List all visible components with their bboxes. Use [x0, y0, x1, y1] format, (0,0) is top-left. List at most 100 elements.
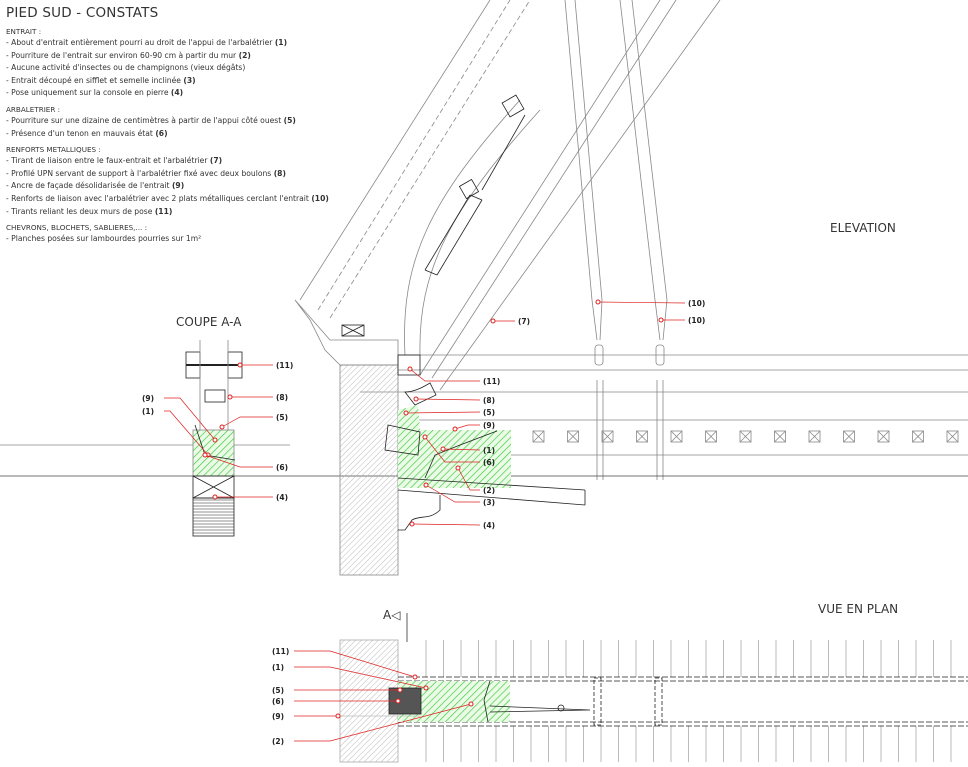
callout-dot-icon — [658, 317, 664, 323]
note-text: - Entrait découpé en sifflet et semelle … — [6, 75, 181, 85]
callout-dot-icon — [212, 494, 218, 500]
leader-line — [425, 484, 480, 503]
note-item: - Pose uniquement sur la console en pier… — [6, 87, 376, 100]
joist-row — [532, 430, 959, 443]
callout-dot-icon — [212, 437, 218, 443]
note-text: - Pourriture de l'entrait sur environ 60… — [6, 50, 237, 60]
note-ref: (5) — [283, 115, 296, 125]
note-ref: (1) — [274, 38, 288, 47]
joist-cross-icon — [636, 430, 648, 443]
elevation-view — [0, 0, 968, 576]
plan-title: VUE EN PLAN — [818, 602, 898, 616]
note-text: - Présence d'un tenon en mauvais état — [6, 128, 153, 138]
callout-label: (1) — [142, 407, 154, 416]
page-title: PIED SUD - CONSTATS — [6, 5, 159, 21]
callout-label: (6) — [276, 463, 288, 472]
callout-elevation: (5) — [403, 408, 495, 417]
note-item: - Ancre de façade désolidarisée de l'ent… — [6, 180, 376, 193]
callout-label: (4) — [483, 521, 495, 530]
callout-dot-icon — [219, 424, 225, 430]
section-heading: ARBALETRIER : — [6, 104, 61, 114]
callout-label: (10) — [688, 316, 705, 325]
callout-plan: (2) — [272, 701, 474, 746]
joist-cross-icon — [843, 430, 855, 443]
callout-section: (4) — [212, 493, 288, 502]
callout-label: (3) — [483, 498, 495, 507]
joist-cross-icon — [567, 430, 579, 443]
section-heading: RENFORTS METALLIQUES : — [6, 145, 101, 155]
callout-plan: (5) — [272, 686, 403, 695]
note-item: - Entrait découpé en sifflet et semelle … — [6, 75, 376, 88]
leader-line — [454, 424, 480, 430]
callout-label: (6) — [272, 697, 284, 706]
note-item: - Tirant de liaison entre le faux-entrai… — [6, 155, 376, 168]
callout-label: (1) — [272, 663, 284, 672]
callout-elevation: (10) — [658, 316, 705, 325]
callout-dot-icon — [455, 465, 461, 471]
callout-label: (5) — [276, 413, 288, 422]
joist-cross-icon — [670, 430, 683, 443]
callout-section: (9) — [142, 394, 218, 443]
note-text: - Tirant de liaison entre le faux-entrai… — [6, 156, 208, 166]
leader-line — [204, 454, 273, 468]
note-item: - Tirants reliant les deux murs de pose … — [6, 206, 376, 219]
note-text: - Tirants reliant les deux murs de pose — [6, 206, 153, 216]
leader-line — [415, 398, 481, 401]
note-text: - Pourriture sur une dizaine de centimèt… — [6, 115, 282, 125]
callout-elevation: (4) — [409, 521, 495, 530]
callout-label: (7) — [518, 317, 530, 326]
callout-label: (4) — [276, 493, 288, 502]
callout-plan: (11) — [272, 647, 418, 680]
callout-plan: (9) — [272, 712, 341, 721]
joist-cross-icon — [877, 430, 890, 443]
note-text: - Planches posées sur lambourdes pourrie… — [6, 234, 202, 244]
callout-elevation: (6) — [422, 434, 495, 467]
callout-elevation: (8) — [413, 396, 495, 405]
leader-line — [457, 467, 480, 491]
callout-section: (6) — [202, 452, 288, 472]
callout-dot-icon — [335, 713, 341, 719]
callout-label: (6) — [483, 458, 495, 467]
section-view — [185, 340, 243, 537]
note-ref: (3) — [183, 75, 196, 85]
note-ref: (9) — [171, 181, 185, 191]
leader-line — [164, 397, 216, 441]
callout-section: (11) — [237, 361, 293, 370]
note-ref: (11) — [154, 206, 173, 216]
leader-line — [442, 448, 481, 451]
callouts: (10)(10)(7)(11)(8)(5)(9)(1)(6)(2)(3)(4)(… — [142, 299, 705, 746]
callout-section: (5) — [219, 413, 288, 430]
notes-section: ENTRAIT :- About d'entrait entièrement p… — [6, 27, 376, 100]
callout-label: (9) — [483, 421, 495, 430]
callout-label: (8) — [483, 396, 495, 405]
callout-dot-icon — [412, 674, 418, 680]
joist-cross-icon — [739, 430, 752, 443]
plan-view — [338, 613, 968, 763]
note-ref: (7) — [209, 156, 223, 166]
elevation-title: ELEVATION — [830, 221, 896, 235]
notes-panel: PIED SUD - CONSTATS ENTRAIT :- About d'e… — [6, 5, 376, 251]
callout-label: (11) — [272, 647, 289, 656]
callout-elevation: (10) — [595, 299, 705, 308]
note-item: - Pourriture sur une dizaine de centimèt… — [6, 115, 376, 128]
note-text: - About d'entrait entièrement pourri au … — [6, 38, 273, 47]
notes-section: RENFORTS METALLIQUES :- Tirant de liaiso… — [6, 145, 376, 218]
callout-dot-icon — [490, 318, 496, 324]
callout-dot-icon — [422, 434, 428, 440]
section-heading: CHEVRONS, BLOCHETS, SABLIERES,... : — [6, 223, 148, 233]
note-item: - About d'entrait entièrement pourri au … — [6, 37, 376, 50]
leader-line — [294, 703, 472, 742]
callout-dot-icon — [595, 299, 601, 305]
leader-line — [409, 368, 480, 382]
joist-cross-icon — [705, 430, 717, 443]
callout-label: (10) — [688, 299, 705, 308]
callout-dot-icon — [407, 366, 413, 372]
callout-elevation: (9) — [452, 421, 495, 432]
callout-dot-icon — [468, 701, 474, 707]
callout-elevation: (11) — [407, 366, 500, 386]
callout-plan: (6) — [272, 697, 401, 706]
note-item: - Présence d'un tenon en mauvais état (6… — [6, 128, 376, 141]
callout-dot-icon — [409, 521, 415, 527]
callout-label: (2) — [272, 737, 284, 746]
